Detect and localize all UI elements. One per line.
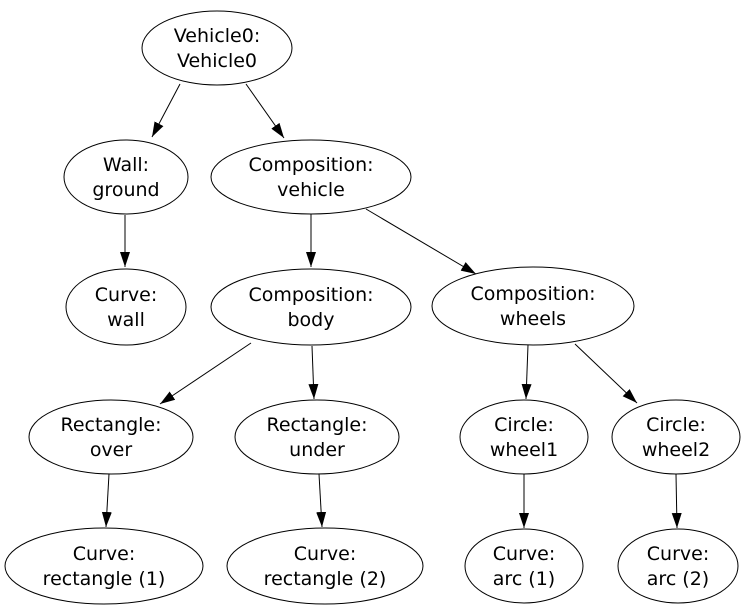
node-rectangle-over-ellipse [28, 399, 194, 475]
node-composition-wheels-ellipse [431, 266, 635, 346]
node-circle-wheel2-label-line1: Circle: [646, 414, 706, 436]
node-wall-ground: Wall: ground [63, 139, 189, 215]
node-curve-wall: Curve: wall [65, 268, 187, 346]
node-wall-ground-ellipse [63, 139, 189, 215]
node-curve-wall-label-line1: Curve: [95, 284, 157, 306]
node-vehicle0: Vehicle0: Vehicle0 [141, 10, 293, 86]
node-wall-ground-label-line1: Wall: [103, 154, 149, 176]
edge-rectangle-over-to-curve-rectangle-1 [101, 473, 112, 528]
node-circle-wheel2-label-line2: wheel2 [642, 439, 710, 461]
node-rectangle-under-label-line1: Rectangle: [266, 414, 367, 436]
node-curve-rectangle-1-label-line1: Curve: [73, 543, 135, 565]
edge-composition-body-to-rectangle-under [308, 345, 319, 400]
node-composition-vehicle-ellipse [210, 139, 412, 215]
node-rectangle-over-label-line1: Rectangle: [60, 414, 161, 436]
node-composition-body-label-line1: Composition: [248, 284, 373, 306]
node-composition-wheels-label-line2: wheels [500, 308, 566, 330]
edge-circle-wheel2-to-curve-arc-2 [671, 473, 682, 529]
edge-composition-wheels-to-circle-wheel2 [574, 343, 638, 404]
node-curve-rectangle-2-ellipse [226, 527, 424, 605]
node-curve-rectangle-1-ellipse [4, 527, 204, 605]
edge-vehicle0-to-composition-vehicle [245, 83, 285, 139]
node-circle-wheel1: Circle: wheel1 [459, 399, 589, 475]
edge-rectangle-under-to-curve-rectangle-2 [316, 473, 327, 528]
node-curve-arc-1-ellipse [464, 528, 584, 604]
node-curve-arc-1-label-line2: arc (1) [493, 568, 555, 590]
node-composition-wheels: Composition: wheels [431, 266, 635, 346]
node-rectangle-over: Rectangle: over [28, 399, 194, 475]
node-composition-body-label-line2: body [288, 309, 335, 331]
node-curve-rectangle-1: Curve: rectangle (1) [4, 527, 204, 605]
edge-composition-vehicle-to-composition-wheels [365, 208, 477, 275]
node-rectangle-under: Rectangle: under [234, 399, 400, 475]
node-curve-arc-1: Curve: arc (1) [464, 528, 584, 604]
node-composition-vehicle-label-line2: vehicle [277, 179, 345, 201]
edge-composition-wheels-to-circle-wheel1 [521, 344, 532, 400]
node-rectangle-over-label-line2: over [90, 439, 133, 461]
node-curve-rectangle-1-label-line2: rectangle (1) [43, 568, 166, 590]
node-rectangle-under-ellipse [234, 399, 400, 475]
edge-composition-body-to-rectangle-over [159, 342, 252, 405]
node-composition-body-ellipse [210, 268, 412, 346]
node-curve-arc-2: Curve: arc (2) [617, 528, 739, 604]
node-circle-wheel1-label-line1: Circle: [494, 414, 554, 436]
node-wall-ground-label-line2: ground [92, 179, 159, 201]
node-circle-wheel2-ellipse [611, 399, 741, 475]
node-composition-body: Composition: body [210, 268, 412, 346]
node-circle-wheel1-ellipse [459, 399, 589, 475]
node-curve-arc-2-label-line2: arc (2) [647, 568, 709, 590]
node-curve-wall-ellipse [65, 268, 187, 346]
node-vehicle0-ellipse [141, 10, 293, 86]
node-vehicle0-label-line1: Vehicle0: [174, 25, 260, 47]
edge-vehicle0-to-wall-ground [151, 83, 181, 138]
node-composition-vehicle: Composition: vehicle [210, 139, 412, 215]
node-curve-arc-2-label-line1: Curve: [647, 543, 709, 565]
node-rectangle-under-label-line2: under [289, 439, 345, 461]
node-curve-wall-label-line2: wall [107, 309, 145, 331]
node-composition-wheels-label-line1: Composition: [470, 283, 595, 305]
node-curve-rectangle-2-label-line1: Curve: [294, 543, 356, 565]
node-curve-arc-2-ellipse [617, 528, 739, 604]
node-composition-vehicle-label-line1: Composition: [248, 154, 373, 176]
node-vehicle0-label-line2: Vehicle0 [177, 50, 257, 72]
node-circle-wheel1-label-line2: wheel1 [490, 439, 558, 461]
node-curve-arc-1-label-line1: Curve: [493, 543, 555, 565]
node-curve-rectangle-2: Curve: rectangle (2) [226, 527, 424, 605]
node-circle-wheel2: Circle: wheel2 [611, 399, 741, 475]
node-curve-rectangle-2-label-line2: rectangle (2) [264, 568, 387, 590]
